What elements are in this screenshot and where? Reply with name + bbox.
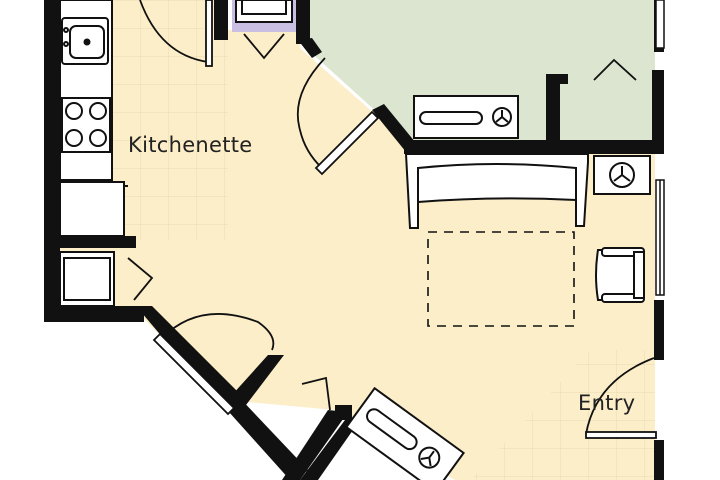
pantry-cabinet <box>59 251 115 307</box>
chair-icon <box>595 247 645 303</box>
rug-outline <box>427 231 575 327</box>
door-swing-icon <box>243 33 285 60</box>
door-swing-icon <box>139 0 213 67</box>
door-swing-icon <box>296 57 380 176</box>
bedroom-floor <box>306 0 655 142</box>
walls <box>44 0 664 480</box>
cooktop-icon <box>61 97 111 153</box>
door-swing-icon <box>301 376 331 411</box>
sink-icon <box>61 17 109 65</box>
washer-dryer-icon <box>345 386 465 480</box>
sofa-icon <box>404 153 589 229</box>
windows <box>655 0 665 296</box>
door-swing-icon <box>152 313 275 416</box>
washer-dryer-icon <box>413 95 519 139</box>
room-label-entry: Entry <box>578 391 635 415</box>
door-swing-icon <box>585 357 657 439</box>
door-swing-icon <box>593 58 637 81</box>
refrigerator <box>59 181 125 237</box>
door-swing-icon <box>127 257 154 301</box>
entry-tile-grid <box>470 350 655 480</box>
doors <box>139 0 657 439</box>
kitchen-counter <box>59 0 128 307</box>
closet-shelf <box>235 0 293 23</box>
side-table-icon <box>593 155 651 195</box>
room-label-kitchenette: Kitchenette <box>128 133 253 157</box>
